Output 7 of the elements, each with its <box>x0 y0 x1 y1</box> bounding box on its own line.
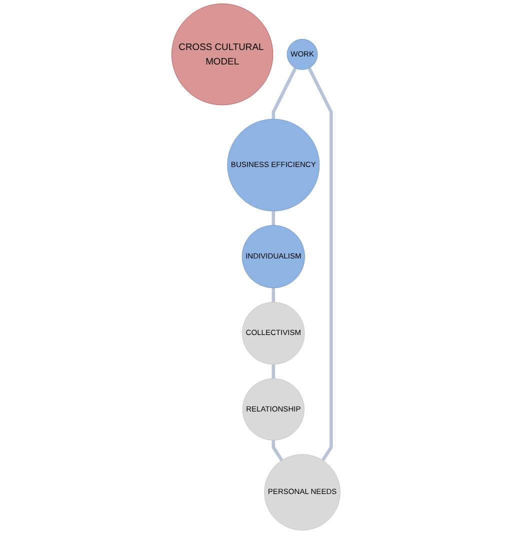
connector <box>272 440 284 462</box>
connector <box>272 288 276 302</box>
connector <box>308 67 333 462</box>
connector <box>272 211 276 226</box>
node-circle: CROSS CULTURAL MODEL <box>172 4 274 106</box>
connector <box>272 67 297 120</box>
connector <box>272 364 276 379</box>
